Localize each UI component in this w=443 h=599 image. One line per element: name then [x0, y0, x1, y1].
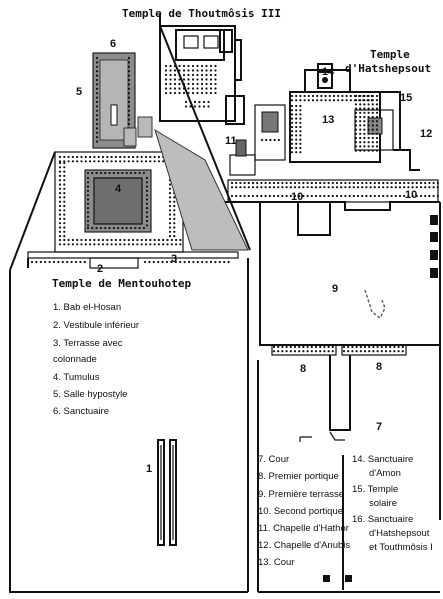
legend-item: d'Amon — [369, 468, 401, 479]
hatshepsout-legend: 7. Cour 8. Premier portique 9. Première … — [258, 454, 433, 568]
plan-number-2: 2 — [97, 263, 103, 275]
plan-number-12: 12 — [420, 128, 432, 140]
legend-item: 2. Vestibule inférieur — [53, 320, 139, 331]
title-mentouhotep: Temple de Mentouhotep — [52, 277, 191, 290]
legend-item: d'Hatshepsout — [369, 528, 430, 539]
mentouhotep-temple — [9, 25, 251, 593]
title-thoutmosis: Temple de Thoutmôsis III — [122, 7, 281, 20]
thoutmosis-temple — [159, 14, 245, 125]
plan-number-4: 4 — [115, 183, 122, 195]
plan-number-10-left: 10 — [291, 191, 303, 203]
plan-number-6: 6 — [110, 38, 116, 50]
plan-number-1: 1 — [146, 463, 152, 475]
plan-number-15: 15 — [400, 92, 412, 104]
legend-item: 13. Cour — [258, 557, 294, 568]
legend-item: 9. Première terrasse — [258, 489, 344, 500]
legend-item: 7. Cour — [258, 454, 289, 465]
plan-number-11: 11 — [225, 135, 237, 147]
legend-item: 8. Premier portique — [258, 471, 339, 482]
plan-number-7: 7 — [376, 421, 382, 433]
legend-item: 10. Second portique — [258, 506, 343, 517]
title-hatshepsout-line1: Temple — [370, 48, 410, 61]
legend-item: 1. Bab el-Hosan — [53, 302, 121, 313]
legend-item: 16. Sanctuaire — [352, 514, 413, 525]
legend-item: 6. Sanctuaire — [53, 406, 109, 417]
plan-number-9: 9 — [332, 283, 338, 295]
legend-item: 11. Chapelle d'Hathor — [258, 523, 349, 534]
legend-item: 3. Terrasse avec — [53, 338, 123, 349]
legend-item: 15. Temple — [352, 484, 398, 495]
legend-item: et Touthmôsis I — [369, 542, 433, 553]
plan-number-3: 3 — [171, 253, 177, 265]
legend-item: solaire — [369, 498, 397, 509]
title-hatshepsout-line2: d'Hatshepsout — [345, 62, 431, 75]
plan-number-13: 13 — [322, 114, 334, 126]
plan-number-5: 5 — [76, 86, 82, 98]
legend-item: 14. Sanctuaire — [352, 454, 413, 465]
legend-item: colonnade — [53, 354, 97, 365]
mentouhotep-legend: 1. Bab el-Hosan 2. Vestibule inférieur 3… — [53, 302, 139, 417]
plan-number-8-left: 8 — [300, 363, 306, 375]
legend-item: 12. Chapelle d'Anubis — [258, 540, 350, 551]
plan-number-14: 14 — [322, 66, 335, 78]
legend-item: 5. Salle hypostyle — [53, 389, 127, 400]
plan-number-8-right: 8 — [376, 361, 382, 373]
hatshepsout-temple — [225, 63, 441, 593]
plan-number-10-right: 10 — [405, 189, 417, 201]
legend-item: 4. Tumulus — [53, 372, 100, 383]
